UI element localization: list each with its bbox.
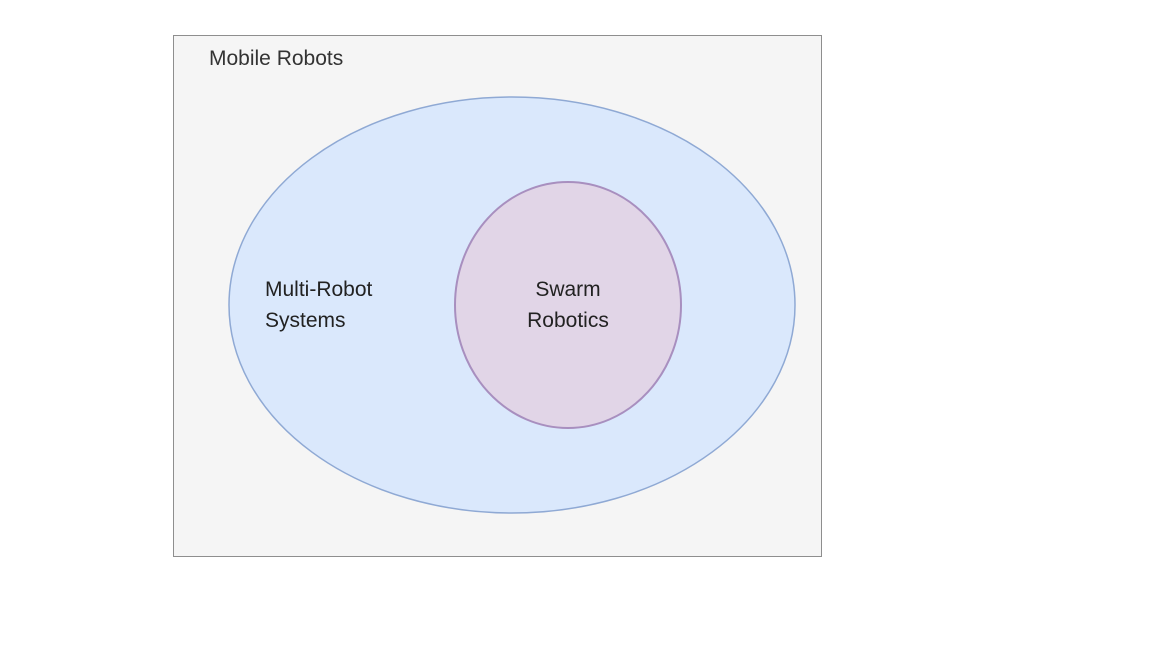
swarm-robotics-label-line1: Swarm <box>535 278 601 301</box>
multi-robot-systems-label: Multi-Robot Systems <box>265 274 372 336</box>
swarm-robotics-label: Swarm Robotics <box>500 274 636 336</box>
multi-robot-systems-label-line1: Multi-Robot <box>265 278 373 301</box>
swarm-robotics-set <box>454 181 682 429</box>
mobile-robots-label: Mobile Robots <box>209 47 344 70</box>
multi-robot-systems-label-line2: Systems <box>265 309 346 332</box>
swarm-robotics-label-line2: Robotics <box>527 309 609 332</box>
